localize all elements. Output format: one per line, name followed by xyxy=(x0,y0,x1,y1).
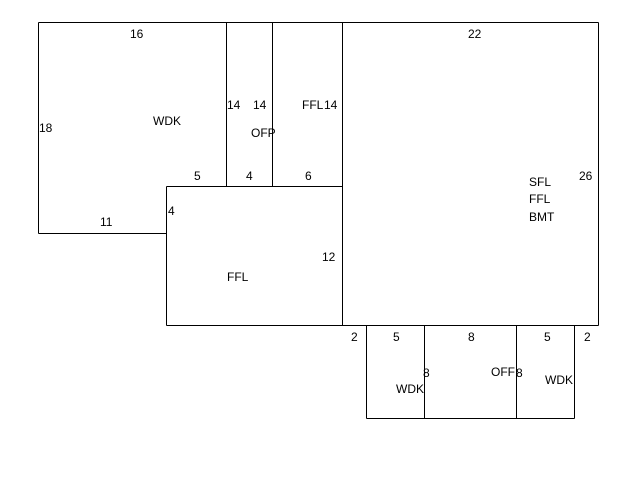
area-main-ffl: FFL xyxy=(529,192,551,206)
dim-lower-offset-right: 2 xyxy=(584,330,591,344)
dim-lower-offset-left: 2 xyxy=(351,330,358,344)
dim-ffl-strip-bottom: 6 xyxy=(305,169,312,183)
area-main-sfl: SFL xyxy=(529,175,551,189)
dim-lower-wdk-left-top: 5 xyxy=(393,330,400,344)
dim-ffl-lower-right: 12 xyxy=(322,250,336,264)
area-lower-wdk-left: WDK xyxy=(396,382,424,396)
dim-lower-off-side: 8 xyxy=(516,366,523,380)
dim-wdk-left: 18 xyxy=(39,121,53,135)
dim-ofp-bottom-left: 5 xyxy=(194,169,201,183)
area-ofp: OFP xyxy=(251,126,276,140)
area-wdk-upper: WDK xyxy=(153,114,181,128)
dim-ffl-strip-right: 14 xyxy=(324,98,338,112)
lower-decks-row xyxy=(366,325,575,419)
dim-lower-wdk-right-top: 5 xyxy=(544,330,551,344)
wdk-upper-area xyxy=(38,22,227,234)
ffl-lower-area xyxy=(166,186,343,326)
dim-ofp-left: 14 xyxy=(227,98,241,112)
dim-wdk-step: 4 xyxy=(168,204,175,218)
dim-main-top: 22 xyxy=(468,27,482,41)
area-ffl-strip: FFL xyxy=(302,98,324,112)
dim-ofp-width: 14 xyxy=(253,98,267,112)
ofp-strip xyxy=(226,22,273,187)
area-ffl-lower: FFL xyxy=(227,270,249,284)
main-block xyxy=(166,22,599,326)
dim-main-right: 26 xyxy=(579,169,593,183)
dim-lower-off-top: 8 xyxy=(468,330,475,344)
dim-ofp-bottom-mid: 4 xyxy=(246,169,253,183)
dim-wdk-top: 16 xyxy=(130,27,144,41)
area-lower-wdk-right: WDK xyxy=(545,373,573,387)
area-main-bmt: BMT xyxy=(529,210,555,224)
dim-lower-wdk-left-side: 8 xyxy=(423,366,430,380)
dim-wdk-bottom: 11 xyxy=(100,215,113,229)
area-lower-off: OFF xyxy=(491,365,515,379)
